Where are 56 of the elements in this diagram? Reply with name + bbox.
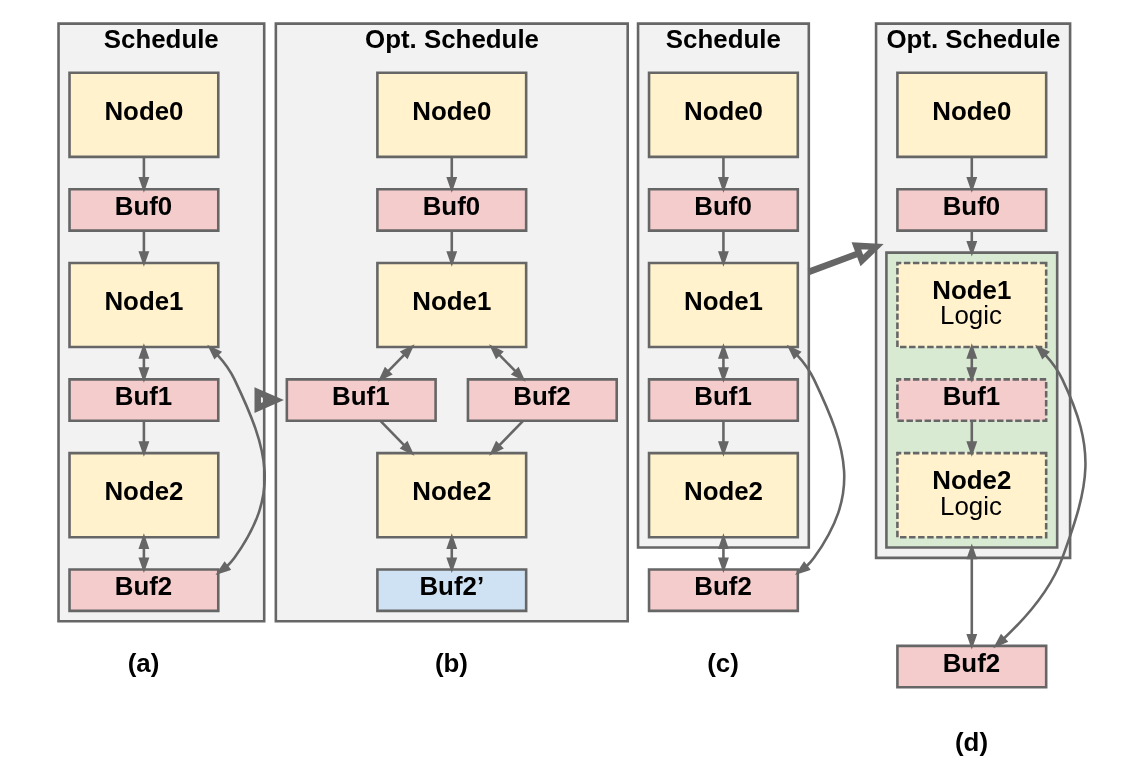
arrow (718, 533, 729, 573)
node-box: Buf2 (466, 378, 618, 423)
node-box: Node2 (647, 451, 800, 539)
arrow (138, 420, 150, 457)
arrow (138, 230, 150, 267)
arrow (966, 343, 978, 383)
arrow (966, 156, 978, 193)
node-box: Node1 (68, 261, 220, 349)
label: (b) (434, 648, 468, 677)
node-box: Buf1 (647, 378, 800, 423)
node-box: Node1 (647, 261, 800, 349)
arrow (718, 230, 729, 267)
arrow (718, 420, 729, 457)
node-box: Node2 (376, 451, 528, 539)
node-box: Buf0 (68, 187, 220, 232)
arrow (446, 230, 458, 267)
arrow (138, 533, 150, 573)
node-box: Buf1 (285, 378, 437, 423)
arrow (718, 343, 729, 383)
node-box: Buf1 (68, 378, 220, 423)
node-box: Node0 (376, 71, 528, 159)
label: (d) (954, 727, 989, 756)
arrow (379, 420, 415, 456)
arrow (446, 533, 458, 573)
node-box: Node2 Logic (896, 451, 1048, 539)
arrow (254, 387, 284, 413)
arrow (993, 344, 1087, 649)
node-box: Buf2 (647, 568, 800, 613)
arrow (966, 230, 978, 257)
node-box: Node0 (647, 71, 800, 159)
arrow (138, 343, 150, 383)
arrow (966, 543, 978, 650)
node-box: Node1 (376, 261, 528, 349)
arrow (718, 156, 729, 193)
node-box: Node2 (68, 451, 220, 539)
node-box: Buf2’ (376, 568, 528, 613)
arrow (786, 344, 846, 575)
arrow (138, 156, 150, 193)
node-box: Buf2 (68, 568, 220, 613)
node-box: Buf0 (896, 187, 1048, 232)
arrow (377, 344, 415, 382)
node-box: Node0 (896, 71, 1048, 159)
arrow (807, 242, 884, 275)
arrow (446, 156, 458, 193)
label: (c) (707, 648, 739, 677)
node-box: Buf1 (896, 378, 1048, 423)
arrow (966, 420, 978, 457)
node-box: Node1 Logic (896, 261, 1048, 349)
node-box: Buf0 (647, 187, 800, 232)
arrow (489, 344, 526, 382)
label: (a) (127, 648, 160, 677)
node-box: Buf0 (376, 187, 528, 232)
node-box: Node0 (68, 71, 220, 159)
node-box: Buf2 (896, 644, 1048, 689)
cluster (885, 251, 1059, 549)
arrow (489, 420, 525, 456)
